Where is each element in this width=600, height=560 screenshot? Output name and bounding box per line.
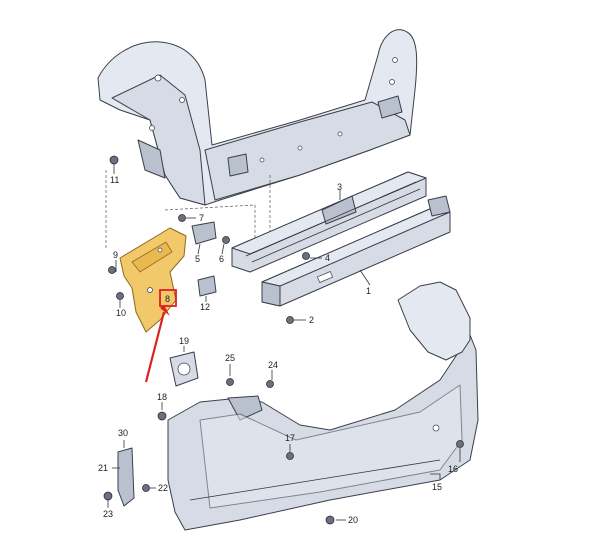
screw-icon [226,378,234,386]
callout-labels: 1 2 3 4 5 6 7 8 9 10 11 12 15 16 17 18 1… [98,175,458,525]
impact-absorber-part-3 [231,171,427,273]
callout-18: 18 [157,392,167,402]
callout-23: 23 [103,509,113,519]
screw-icon [325,515,335,525]
clip-icon [286,452,294,460]
callout-10: 10 [116,308,126,318]
screw-icon [116,292,124,300]
nut-icon [157,411,167,421]
callout-9: 9 [113,250,118,260]
sensor-bracket-part-19 [169,351,199,387]
bracket-part-21 [117,447,135,507]
callout-17: 17 [285,433,295,443]
callout-20: 20 [348,515,358,525]
callout-19: 19 [179,336,189,346]
clip-part-5 [191,221,217,245]
highlight-marker [144,289,177,383]
bumper-cover-part-15 [167,281,479,531]
rear-body-panel [97,29,418,206]
callout-1: 1 [366,286,371,296]
screw-icon [178,214,186,222]
fasteners [103,155,464,525]
screw-icon [456,440,464,448]
callout-3: 3 [337,182,342,192]
callout-16: 16 [448,464,458,474]
screw-icon [222,236,230,244]
screw-icon [266,380,274,388]
callout-15: 15 [432,482,442,492]
leader-lines [107,164,461,521]
highlight-box [159,289,177,307]
callout-30: 30 [118,428,128,438]
callout-12: 12 [200,302,210,312]
callout-8: 8 [165,294,170,304]
callout-21: 21 [98,463,108,473]
bumper-reinforcement-part-1 [261,195,451,307]
callout-6: 6 [219,254,224,264]
callout-4: 4 [325,253,330,263]
screw-icon [108,266,116,274]
arrow-head-icon [160,305,170,316]
screw-icon [109,155,119,165]
screw-icon [286,316,294,324]
clip-part-12 [197,275,217,297]
screw-icon [103,491,113,501]
callout-5: 5 [195,254,200,264]
screw-icon [142,484,150,492]
highlight-arrow [144,311,166,383]
callout-11: 11 [110,175,119,185]
bracket-part-8 [119,227,187,333]
callout-2: 2 [309,315,314,325]
alignment-line [164,204,256,245]
callout-25: 25 [225,353,235,363]
callout-24: 24 [268,360,278,370]
callout-7: 7 [199,213,204,223]
callout-22: 22 [158,483,168,493]
screw-icon [302,252,310,260]
